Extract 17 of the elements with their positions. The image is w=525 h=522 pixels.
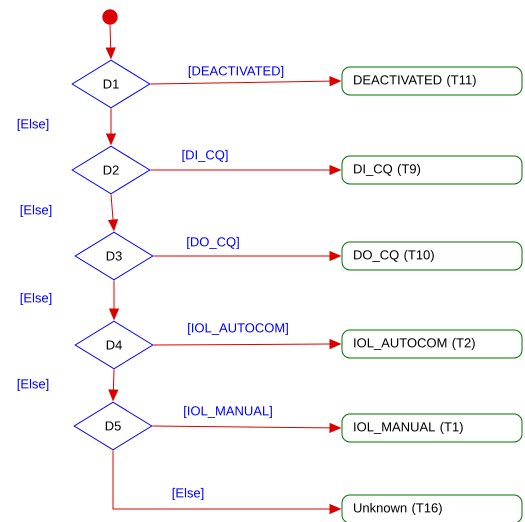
- start-dot: [102, 9, 118, 25]
- edge-label: [DEACTIVATED]: [186, 64, 286, 80]
- edge-label: [Else]: [170, 486, 206, 502]
- state-box: IOL_MANUAL (T1): [342, 414, 522, 442]
- state-box: DI_CQ (T9): [342, 156, 522, 184]
- state-box: IOL_AUTOCOM (T2): [342, 330, 522, 358]
- edge-label: [IOL_MANUAL]: [182, 404, 274, 420]
- state-box: Unknown (T16): [342, 494, 522, 522]
- edge-label: [Else]: [16, 378, 50, 392]
- state-box: DEACTIVATED (T11): [342, 66, 522, 96]
- edge-label: [Else]: [16, 118, 50, 132]
- edge-label: [Else]: [18, 204, 54, 218]
- edge-label: [DO_CQ]: [185, 236, 241, 250]
- edge-label: [DI_CQ]: [180, 148, 230, 164]
- edge-label: [IOL_AUTOCOM]: [186, 322, 290, 336]
- edge-label: [Else]: [18, 292, 54, 306]
- state-box: DO_CQ (T10): [342, 242, 522, 270]
